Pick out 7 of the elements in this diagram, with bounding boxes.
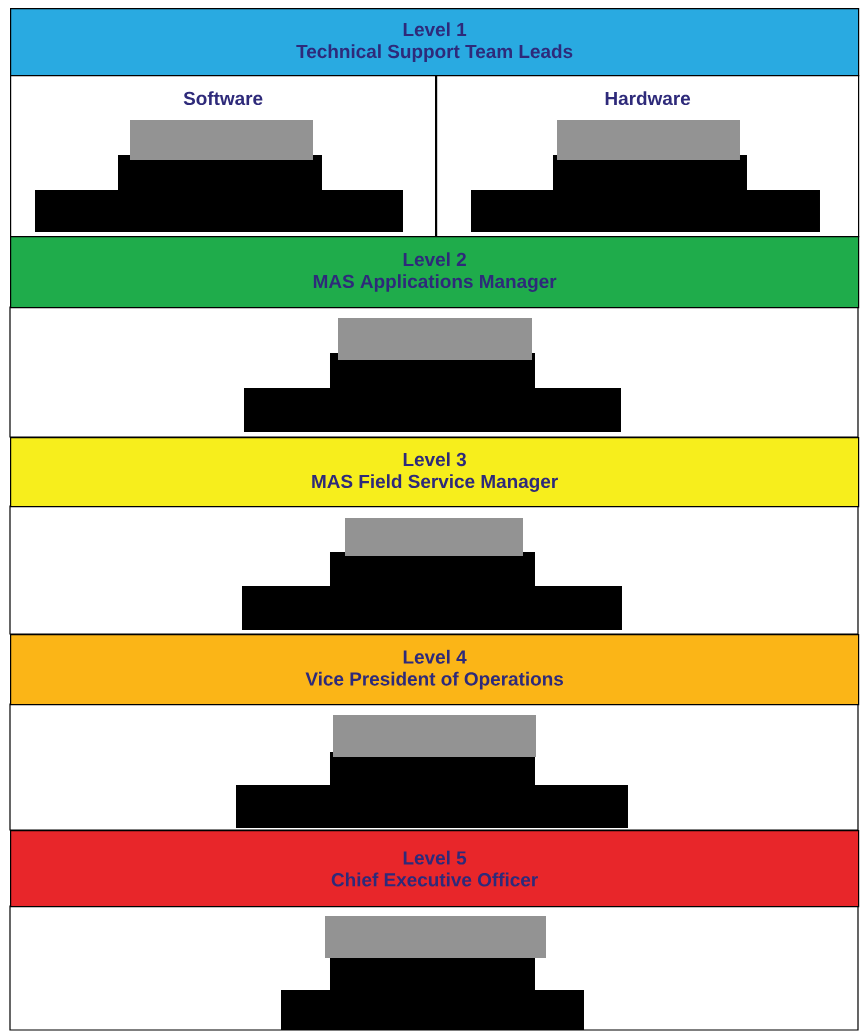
table-cell: Software [10,75,437,238]
level-band: Level 5 Chief Executive Officer [10,830,860,908]
level-band: Level 3 MAS Field Service Manager [10,437,860,508]
level-band: Level 4 Vice President of Operations [10,634,860,706]
level-band: Level 1 Technical Support Team Leads [10,8,860,77]
table-cell: Hardware [436,75,860,238]
level-band: Level 2 MAS Applications Manager [10,236,860,309]
